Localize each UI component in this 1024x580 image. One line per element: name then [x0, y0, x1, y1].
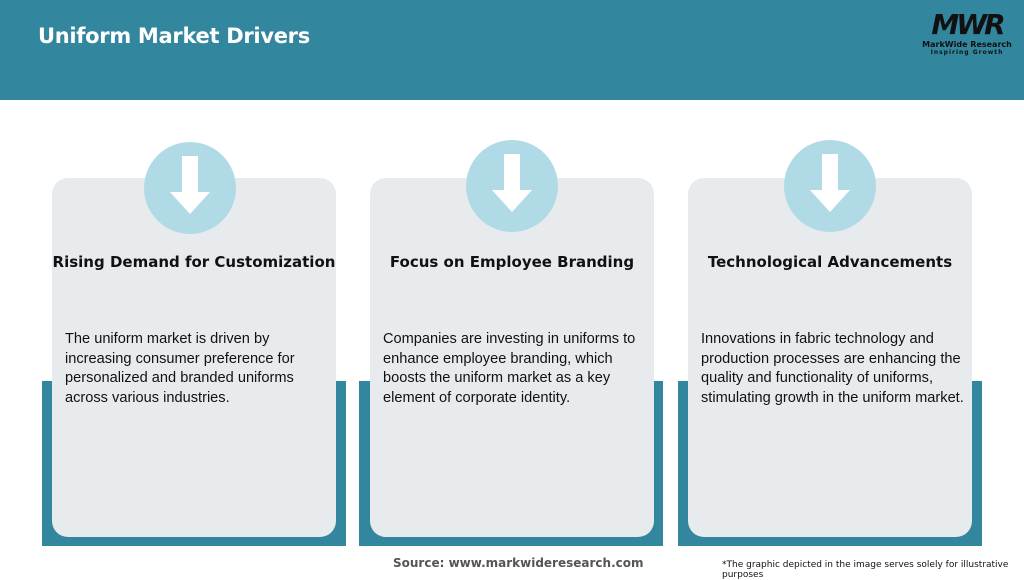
driver-card: Focus on Employee Branding Companies are…: [370, 178, 654, 537]
card-body: Innovations in fabric technology and pro…: [701, 331, 964, 406]
arrow-down-icon: [784, 140, 876, 232]
driver-card: Rising Demand for Customization The unif…: [52, 178, 336, 537]
card-title: Rising Demand for Customization: [52, 253, 336, 271]
disclaimer-note: *The graphic depicted in the image serve…: [722, 560, 1009, 580]
arrow-down-icon: [144, 142, 236, 234]
logo-tagline: Inspiring Growth: [930, 49, 1004, 56]
logo-mark: MWR: [931, 8, 1005, 41]
card-body: The uniform market is driven by increasi…: [65, 331, 295, 406]
arrow-down-icon: [466, 140, 558, 232]
logo-name: MarkWide Research: [922, 40, 1012, 49]
card-body: Companies are investing in uniforms to e…: [383, 331, 636, 406]
source-text: Source: www.markwideresearch.com: [393, 556, 644, 570]
driver-card: Technological Advancements Innovations i…: [688, 178, 972, 537]
card-title: Focus on Employee Branding: [389, 253, 635, 271]
header-banner: Uniform Market Drivers MWR MarkWide Rese…: [0, 0, 1024, 100]
card-title: Technological Advancements: [707, 253, 953, 271]
logo: MWR MarkWide Research Inspiring Growth: [922, 10, 1012, 60]
page-title: Uniform Market Drivers: [38, 24, 310, 48]
